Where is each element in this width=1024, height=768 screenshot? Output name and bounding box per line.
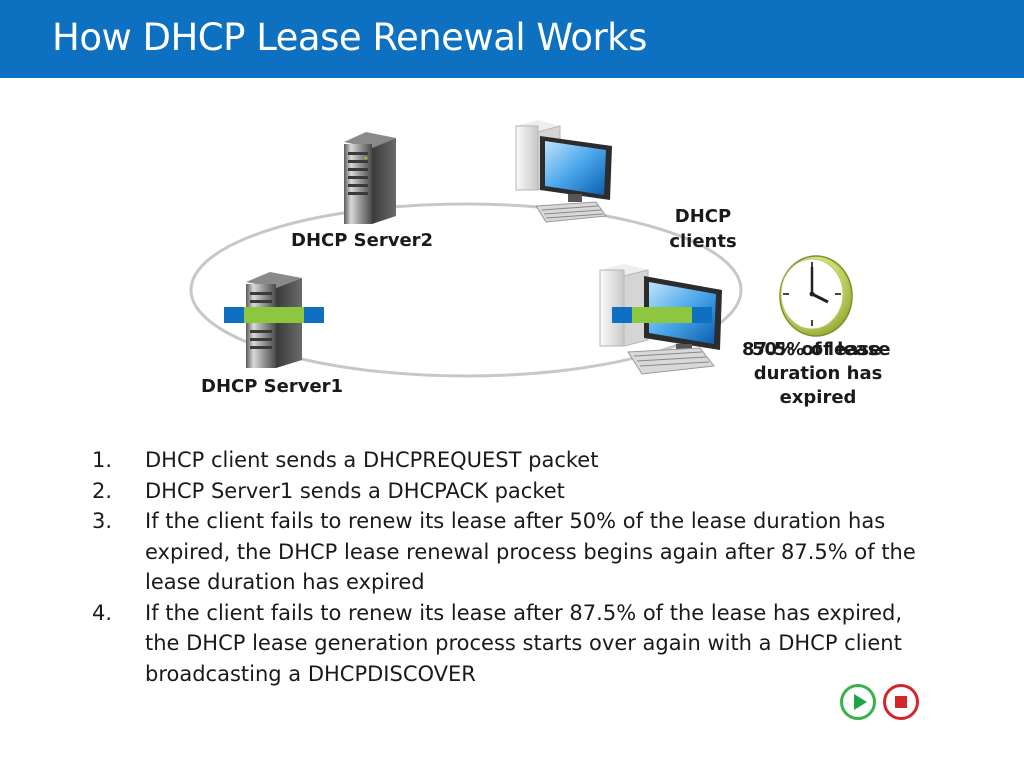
server2-tower [344,132,396,224]
step-number: 2. [92,478,113,503]
step-line: DHCP Server1 sends a DHCPACK packet [145,478,565,503]
client-computer-top [515,120,612,223]
step-number: 3. [92,509,113,533]
step-line: the DHCP lease generation process starts… [145,631,902,655]
step-number: 1. [92,448,113,472]
step-line: broadcasting a DHCPDISCOVER [145,661,476,686]
step-line: expired, the DHCP lease renewal process … [145,539,916,564]
play-button[interactable] [840,684,876,720]
play-icon [854,694,867,710]
stop-button[interactable] [883,684,919,720]
lease-label-50: 50% of lease [752,339,882,360]
step-line: If the client fails to renew its lease a… [145,600,903,625]
step-number: 4. [92,600,113,625]
step-line: DHCP client sends a DHCPREQUEST packet [145,448,599,472]
step-item: 1. DHCP client sends a DHCPREQUEST packe… [92,445,972,476]
clients-label-line2: clients [669,231,737,252]
network-ring [189,202,743,378]
server1-label: DHCP Server1 [201,376,344,397]
clock-icon [779,255,853,337]
title-bar: How DHCP Lease Renewal Works [0,0,1024,78]
stop-icon [895,696,907,708]
lease-label-line3: expired [779,387,857,408]
lease-label-line2: duration has [753,363,883,384]
clients-label: DHCP clients [664,204,742,254]
steps-list: 1. DHCP client sends a DHCPREQUEST packe… [92,445,972,689]
dhcp-diagram [189,120,853,378]
step-line: If the client fails to renew its lease a… [145,509,886,533]
step-item: 2. DHCP Server1 sends a DHCPACK packet [92,476,972,507]
packet-client [612,307,712,323]
step-item: 4. If the client fails to renew its leas… [92,598,972,690]
page-title: How DHCP Lease Renewal Works [52,16,647,59]
clients-label-line1: DHCP [674,206,732,227]
server1-tower [246,272,302,368]
lease-label-87-5: 87.5% of lease [742,339,891,360]
packet-server1 [224,307,324,323]
server2-label: DHCP Server2 [291,230,434,251]
step-item: 3. If the client fails to renew its leas… [92,506,972,598]
step-line: lease duration has expired [145,570,425,594]
